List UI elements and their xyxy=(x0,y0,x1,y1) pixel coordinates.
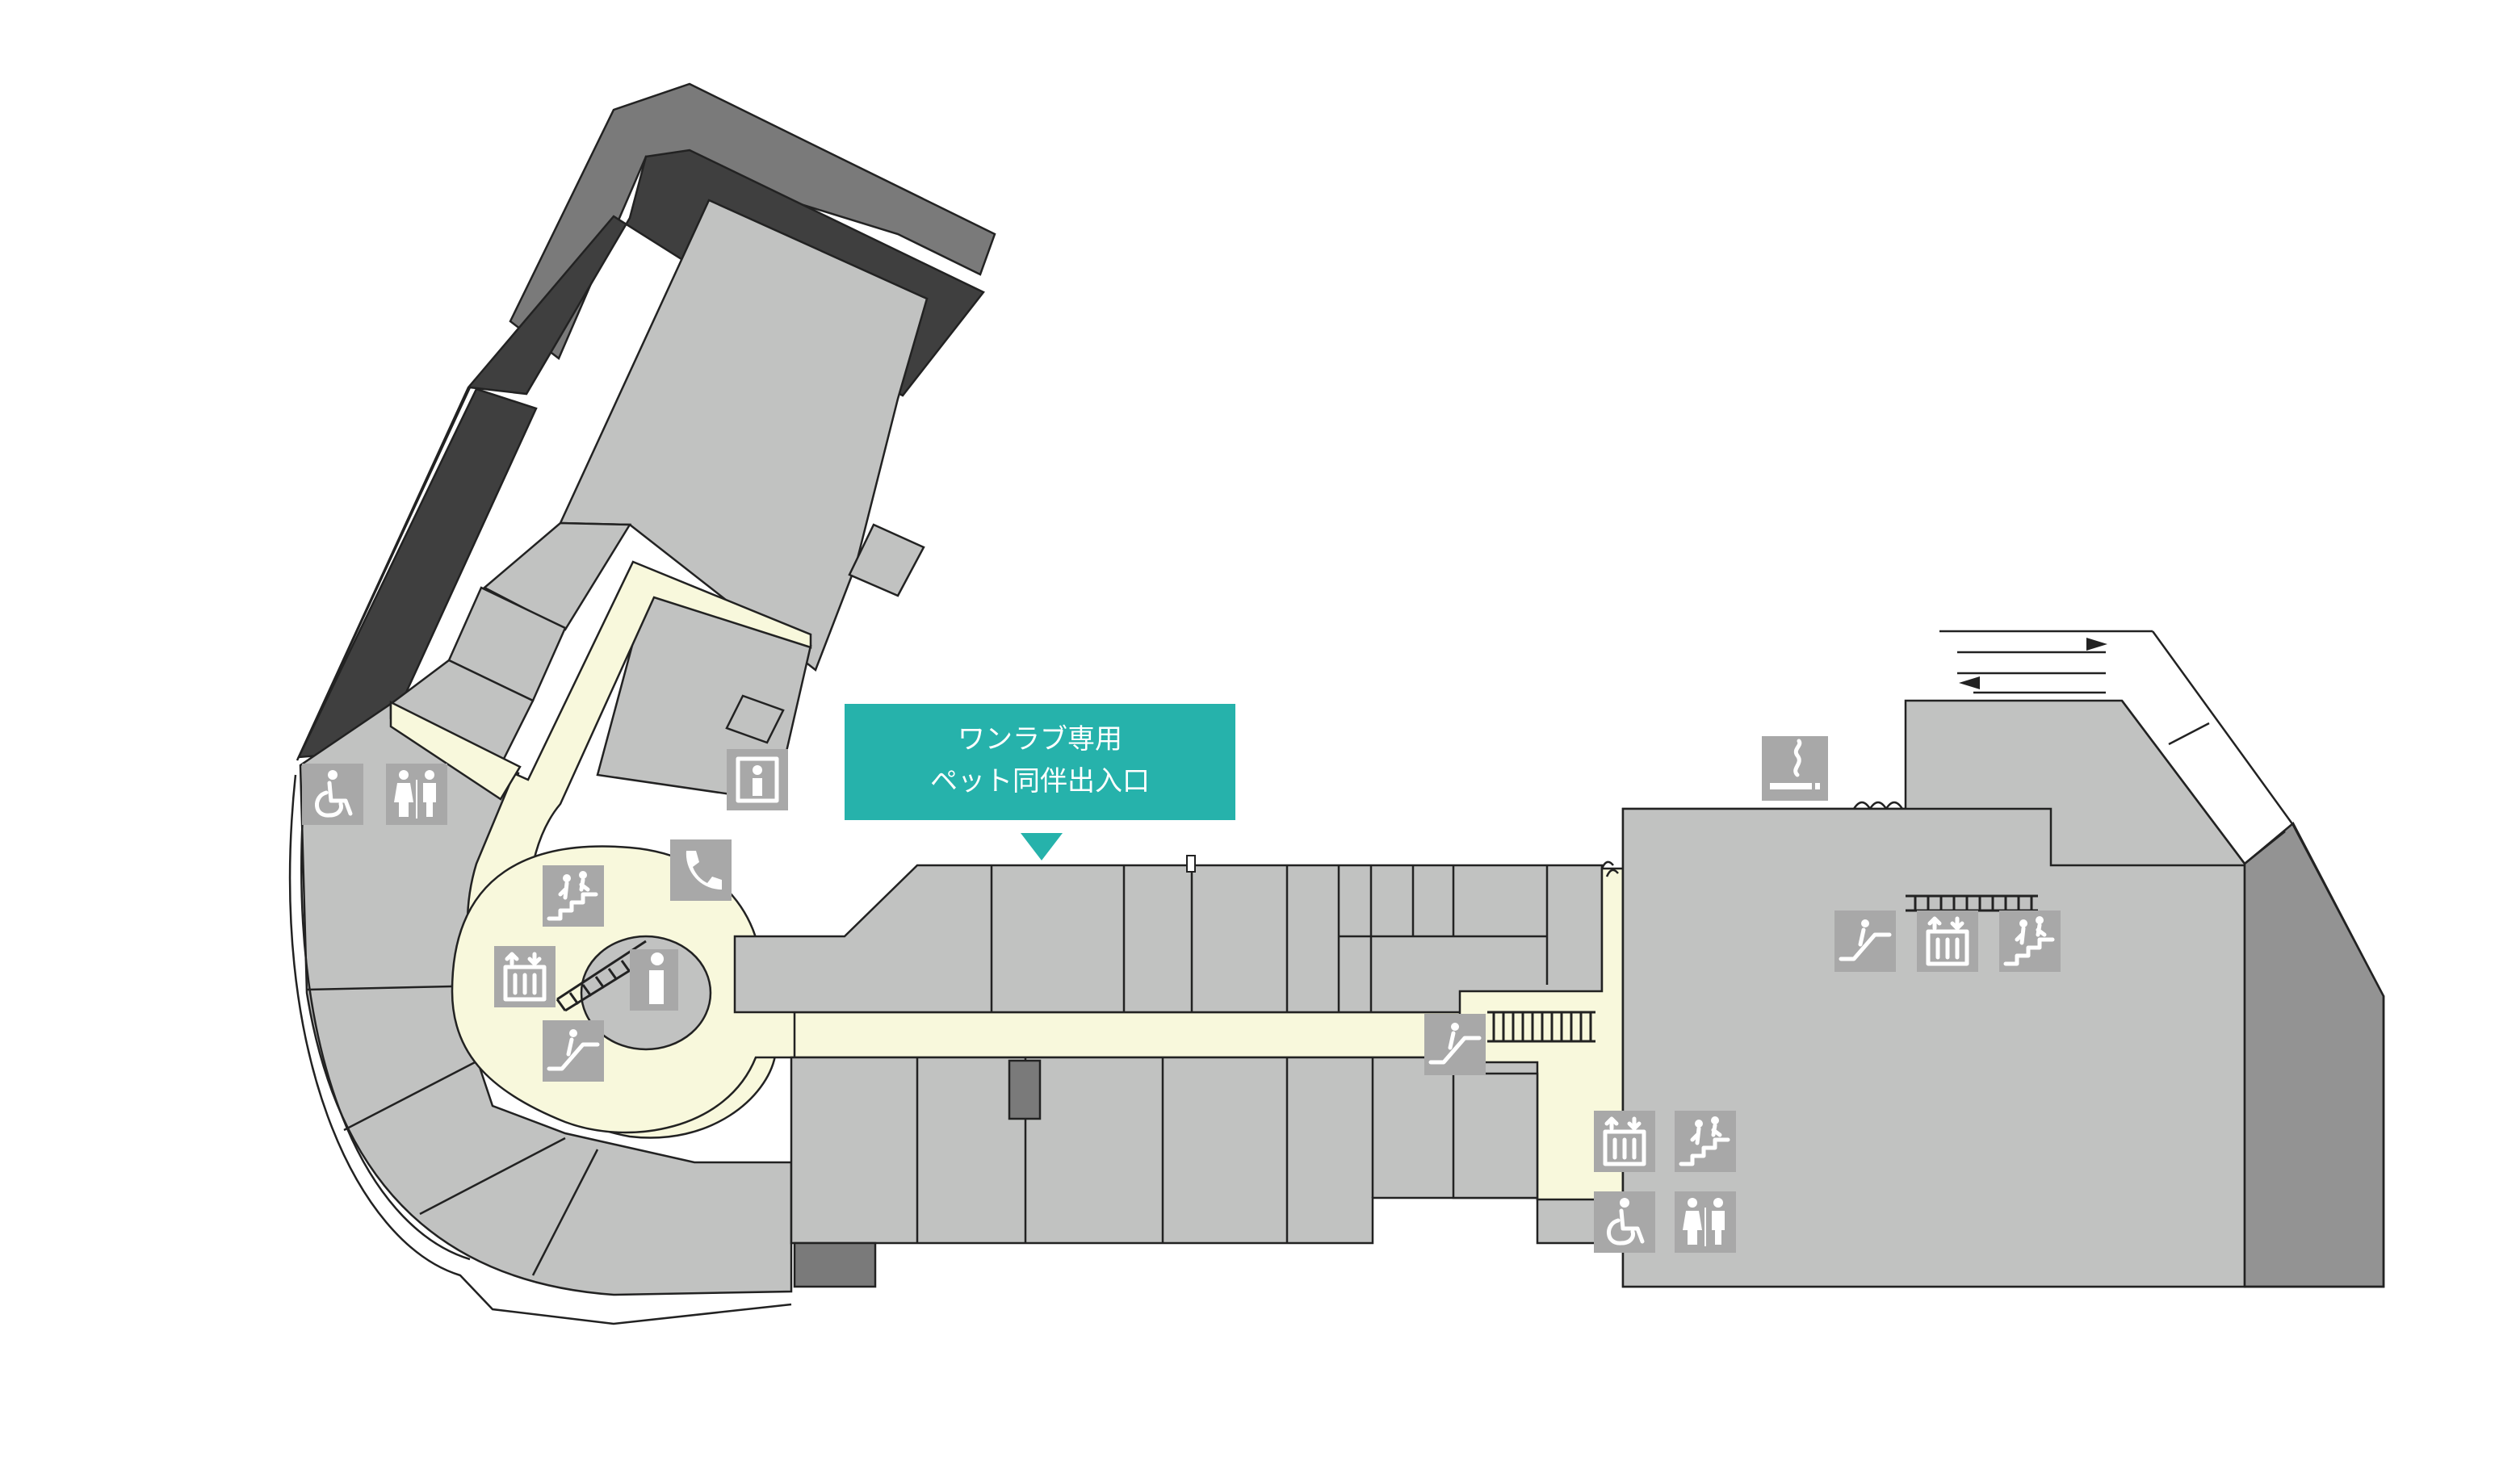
south-dark-block xyxy=(793,1241,877,1288)
nw-store-d xyxy=(725,694,785,744)
telephone-icon[interactable] xyxy=(670,839,732,901)
pet-entrance-label: ワンラブ専用 ペット同伴出入口 xyxy=(845,704,1235,820)
wing-divider-1 xyxy=(306,985,453,991)
east-divider xyxy=(2168,722,2210,746)
elevator-icon[interactable] xyxy=(1917,911,1978,972)
east-divider-2 xyxy=(2244,831,2286,864)
nw-annex-square xyxy=(848,523,925,597)
stairs-icon[interactable] xyxy=(543,865,604,927)
stairs-icon[interactable] xyxy=(1675,1111,1736,1172)
east-door-swings xyxy=(1852,801,1904,810)
wing-outer-arc xyxy=(288,774,792,1325)
restroom-icon[interactable] xyxy=(1675,1191,1736,1253)
wheelchair-icon[interactable] xyxy=(1594,1191,1655,1253)
west-curved-wing xyxy=(299,702,793,1296)
stairs-icon[interactable] xyxy=(1999,911,2061,972)
pet-entrance-line2: ペット同伴出入口 xyxy=(930,765,1150,798)
east-small-store xyxy=(1452,1072,1539,1199)
escalator-icon[interactable] xyxy=(1424,1014,1486,1075)
escalator-icon[interactable] xyxy=(543,1020,604,1082)
west-corridor-north-arm xyxy=(389,700,522,801)
south-pillar xyxy=(1008,1059,1042,1120)
information-desk-icon[interactable] xyxy=(727,749,788,810)
east-outer-wall xyxy=(2151,630,2385,1288)
wing-divider-4 xyxy=(531,1149,599,1276)
north-doorway xyxy=(1186,855,1196,873)
elevator-icon[interactable] xyxy=(494,946,556,1007)
escalator-icon[interactable] xyxy=(1834,911,1896,972)
wing-divider-2 xyxy=(343,1057,482,1132)
pet-entrance-line1: ワンラブ専用 xyxy=(958,723,1122,756)
elevator-icon[interactable] xyxy=(1594,1111,1655,1172)
drive-arrow-head-1 xyxy=(2086,638,2107,651)
central-escalator-steps xyxy=(1487,1011,1595,1043)
wing-divider-3 xyxy=(419,1137,566,1216)
central-door-swing xyxy=(1600,860,1619,877)
east-outer-wall-2 xyxy=(2121,700,2245,864)
pet-entrance-arrow-icon xyxy=(1021,833,1063,860)
wing-outer-arc-2 xyxy=(300,779,471,1261)
central-north-block xyxy=(733,864,1604,1014)
restroom-icon[interactable] xyxy=(386,764,447,825)
wheelchair-icon[interactable] xyxy=(302,764,363,825)
east-dark-strip xyxy=(2243,822,2385,1288)
information-icon[interactable] xyxy=(630,949,678,1011)
smoking-area-icon[interactable] xyxy=(1762,736,1828,801)
drive-arrow-head-2 xyxy=(1959,676,1980,689)
